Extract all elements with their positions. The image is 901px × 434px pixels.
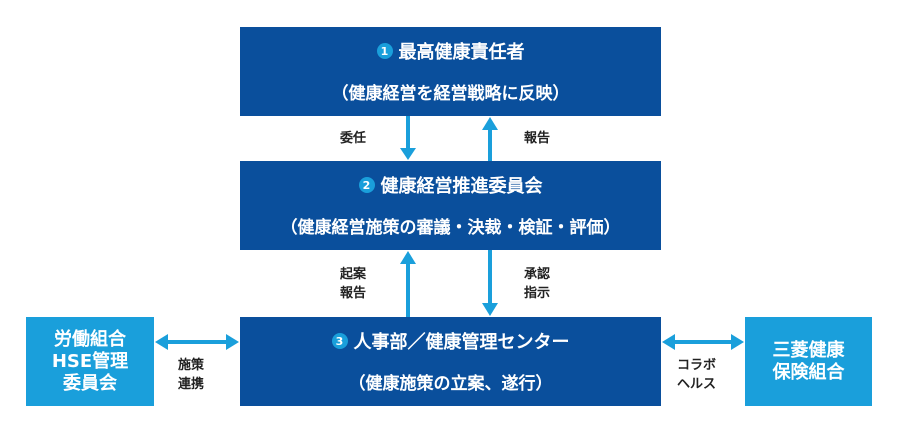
number-1-badge: 1 [376, 43, 393, 59]
box-hr-health-center-title: 3 人事部／健康管理センター [331, 329, 570, 353]
hr-health-center-label: 人事部／健康管理センター [353, 332, 570, 353]
label-collab-line-2: ヘルス [677, 377, 717, 392]
label-coop-line-2: 連携 [178, 377, 205, 392]
label-draft-line-1: 起案 [340, 267, 367, 282]
label-report-up: 報告 [524, 129, 550, 148]
label-coop: 施策 連携 [178, 356, 204, 394]
arrow-collab-head-left [662, 334, 675, 350]
arrow-collab-shaft [673, 340, 733, 344]
label-collab-health: コラボ ヘルス [677, 356, 716, 394]
arrow-approve-head [482, 303, 498, 316]
arrow-coop-shaft [166, 340, 228, 344]
label-approve-line-1: 承認 [524, 267, 551, 282]
label-approve-line-2: 指示 [524, 286, 551, 301]
label-report-up-text: 報告 [524, 131, 551, 146]
box-health-committee: 2 健康経営推進委員会 （健康経営施策の審議・決裁・検証・評価） [240, 161, 661, 250]
union-line-3: 委員会 [63, 372, 117, 394]
arrow-approve-shaft [488, 250, 492, 305]
health-committee-subtitle: （健康経営施策の審議・決裁・検証・評価） [280, 218, 621, 238]
arrow-report-up-shaft [488, 128, 492, 161]
hr-health-center-subtitle: （健康施策の立案、遂行） [348, 374, 553, 394]
health-committee-label: 健康経営推進委員会 [380, 176, 543, 197]
arrow-draft-shaft [406, 262, 410, 317]
label-coop-line-1: 施策 [178, 358, 205, 373]
arrow-delegate-head [400, 148, 416, 160]
box-labor-union-hse: 労働組合 HSE管理 委員会 [26, 317, 154, 406]
number-2-badge: 2 [358, 177, 375, 193]
union-line-2: HSE管理 [51, 350, 129, 372]
union-line-1: 労働組合 [54, 328, 126, 350]
label-delegate: 委任 [340, 129, 366, 148]
arrow-delegate-shaft [406, 116, 410, 150]
arrow-collab-head-right [731, 334, 744, 350]
label-delegate-text: 委任 [340, 131, 367, 146]
label-approve-instruct: 承認 指示 [524, 265, 550, 303]
box-chief-health-officer: 1 最高健康責任者 （健康経営を経営戦略に反映） [240, 27, 661, 116]
arrow-draft-head [400, 251, 416, 264]
label-draft-report: 起案 報告 [340, 265, 366, 303]
number-3-badge: 3 [331, 333, 348, 349]
arrow-report-up-head [482, 117, 498, 130]
label-draft-line-2: 報告 [340, 286, 367, 301]
box-chief-health-officer-title: 1 最高健康責任者 [376, 39, 525, 63]
box-hr-health-center: 3 人事部／健康管理センター （健康施策の立案、遂行） [240, 317, 661, 406]
box-health-committee-title: 2 健康経営推進委員会 [358, 173, 543, 197]
insurance-line-1: 三菱健康 [772, 339, 845, 361]
chief-health-officer-subtitle: （健康経営を経営戦略に反映） [331, 84, 570, 104]
box-mitsubishi-health-insurance: 三菱健康 保険組合 [745, 317, 872, 406]
insurance-line-2: 保険組合 [772, 361, 845, 383]
label-collab-line-1: コラボ [677, 358, 717, 373]
arrow-coop-head-right [226, 334, 239, 350]
chief-health-officer-label: 最高健康責任者 [398, 42, 525, 63]
arrow-coop-head-left [155, 334, 168, 350]
